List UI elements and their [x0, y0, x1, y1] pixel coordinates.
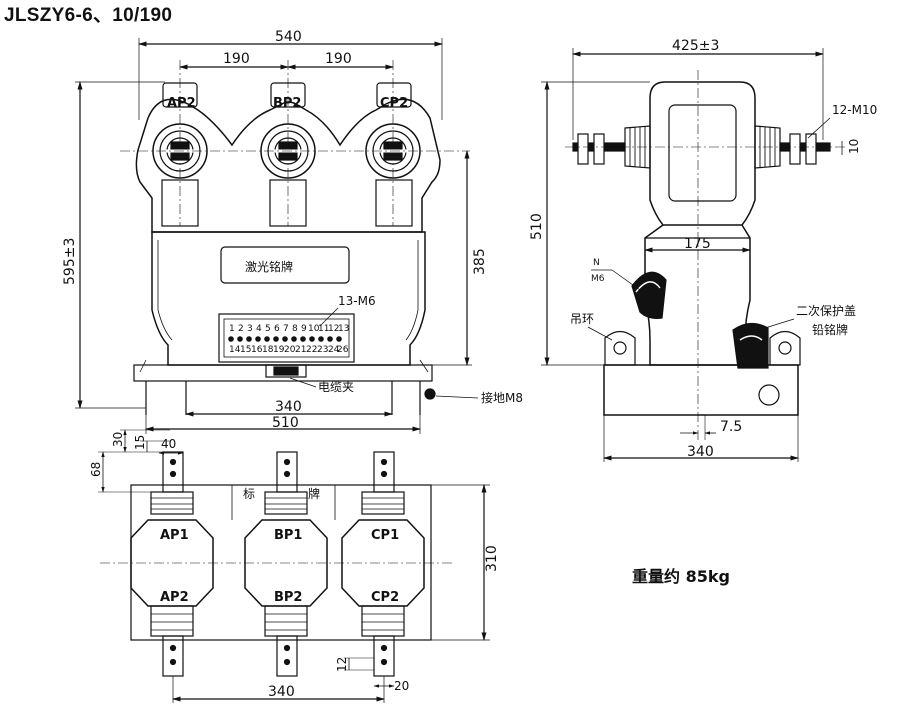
dim-text-12: 12: [335, 657, 349, 672]
cover-label: 二次保护盖: [796, 304, 856, 318]
svg-text:20: 20: [284, 345, 296, 355]
svg-text:7: 7: [283, 324, 289, 334]
bolt-label: 12-M10: [832, 103, 877, 117]
svg-text:22: 22: [306, 345, 317, 355]
svg-text:13: 13: [338, 324, 349, 334]
terminal-count-label: 13-M6: [338, 294, 376, 308]
svg-text:21: 21: [295, 345, 306, 355]
svg-text:4: 4: [256, 324, 262, 334]
dim-text-385: 385: [472, 248, 488, 275]
terminal-rows: 1 2 3 4 5 6 7 8 9 10 11 12 13 14 15 16 1…: [229, 324, 349, 355]
dim-text-20: 20: [394, 679, 409, 693]
dim-text-pitch-right: 190: [325, 51, 352, 67]
top-label-bp2: BP2: [274, 590, 302, 605]
svg-text:10: 10: [308, 324, 320, 334]
svg-text:9: 9: [301, 324, 307, 334]
dim-text-7-5: 7.5: [720, 419, 742, 435]
seal-label: 铅铭牌: [812, 322, 848, 337]
dim-text-10: 10: [847, 139, 861, 154]
dim-text-425: 425±3: [672, 38, 719, 54]
svg-text:8: 8: [292, 324, 298, 334]
top-phase-a: [130, 451, 214, 677]
svg-text:6: 6: [274, 324, 280, 334]
svg-text:2: 2: [238, 324, 244, 334]
cable-clamp-label: 电缆夹: [318, 380, 354, 394]
weight-note: 重量约 85kg: [632, 567, 730, 586]
dim-text-540: 540: [275, 29, 302, 45]
plate-label-left: 标: [243, 487, 255, 501]
dim-text-30: 30: [111, 432, 125, 447]
svg-text:11: 11: [318, 324, 329, 334]
top-label-cp2: CP2: [371, 590, 399, 605]
svg-text:18: 18: [262, 345, 274, 355]
dim-text-510-side: 510: [529, 213, 545, 240]
svg-text:1: 1: [229, 324, 235, 334]
front-label-ap2: AP2: [167, 96, 196, 111]
dim-text-310: 310: [484, 545, 500, 572]
dim-text-175: 175: [684, 236, 711, 252]
top-label-ap1: AP1: [160, 528, 189, 543]
terminal-screws: [228, 336, 342, 342]
front-view: 540 190 190: [62, 29, 523, 434]
top-phase-b: [244, 451, 328, 677]
svg-text:15: 15: [240, 345, 251, 355]
dim-text-340-top: 340: [268, 684, 295, 700]
svg-text:24: 24: [328, 345, 340, 355]
svg-text:5: 5: [265, 324, 271, 334]
front-label-cp2: CP2: [380, 96, 408, 111]
dim-text-340-side: 340: [687, 444, 714, 460]
svg-text:3: 3: [247, 324, 253, 334]
svg-text:26: 26: [337, 345, 349, 355]
drawing-title: JLSZY6-6、10/190: [4, 5, 173, 26]
terminal-box: [218, 313, 355, 363]
dim-text-pitch-left: 190: [223, 51, 250, 67]
front-label-bp2: BP2: [273, 96, 301, 111]
svg-text:19: 19: [273, 345, 285, 355]
cable-clamp: [265, 364, 307, 378]
laser-nameplate: [220, 246, 350, 284]
dim-text-40: 40: [161, 437, 176, 451]
plate-label-right: 牌: [308, 487, 320, 501]
top-label-ap2: AP2: [160, 590, 189, 605]
dim-text-595: 595±3: [62, 238, 78, 285]
dim-text-510-front: 510: [272, 415, 299, 431]
svg-text:14: 14: [229, 345, 241, 355]
svg-text:12: 12: [328, 324, 339, 334]
dim-text-68: 68: [89, 462, 103, 477]
svg-text:16: 16: [251, 345, 263, 355]
dim-text-15: 15: [133, 435, 147, 450]
top-label-cp1: CP1: [371, 528, 399, 543]
ground-screw: [424, 388, 436, 400]
top-label-bp1: BP1: [274, 528, 302, 543]
top-view: 30 15 68 40 标 牌 310: [89, 429, 500, 703]
svg-text:23: 23: [317, 345, 328, 355]
ground-label: 接地M8: [481, 390, 523, 405]
nut-label-n: N: [593, 258, 600, 268]
nut-label-m6: M6: [591, 274, 605, 284]
side-view: 425±3 12-M10 10 175: [529, 38, 877, 462]
lifting-ring-label: 吊环: [570, 312, 594, 326]
dim-text-340-front: 340: [275, 399, 302, 415]
top-phase-c: [341, 451, 425, 677]
laser-nameplate-text: 激光铭牌: [245, 259, 293, 274]
